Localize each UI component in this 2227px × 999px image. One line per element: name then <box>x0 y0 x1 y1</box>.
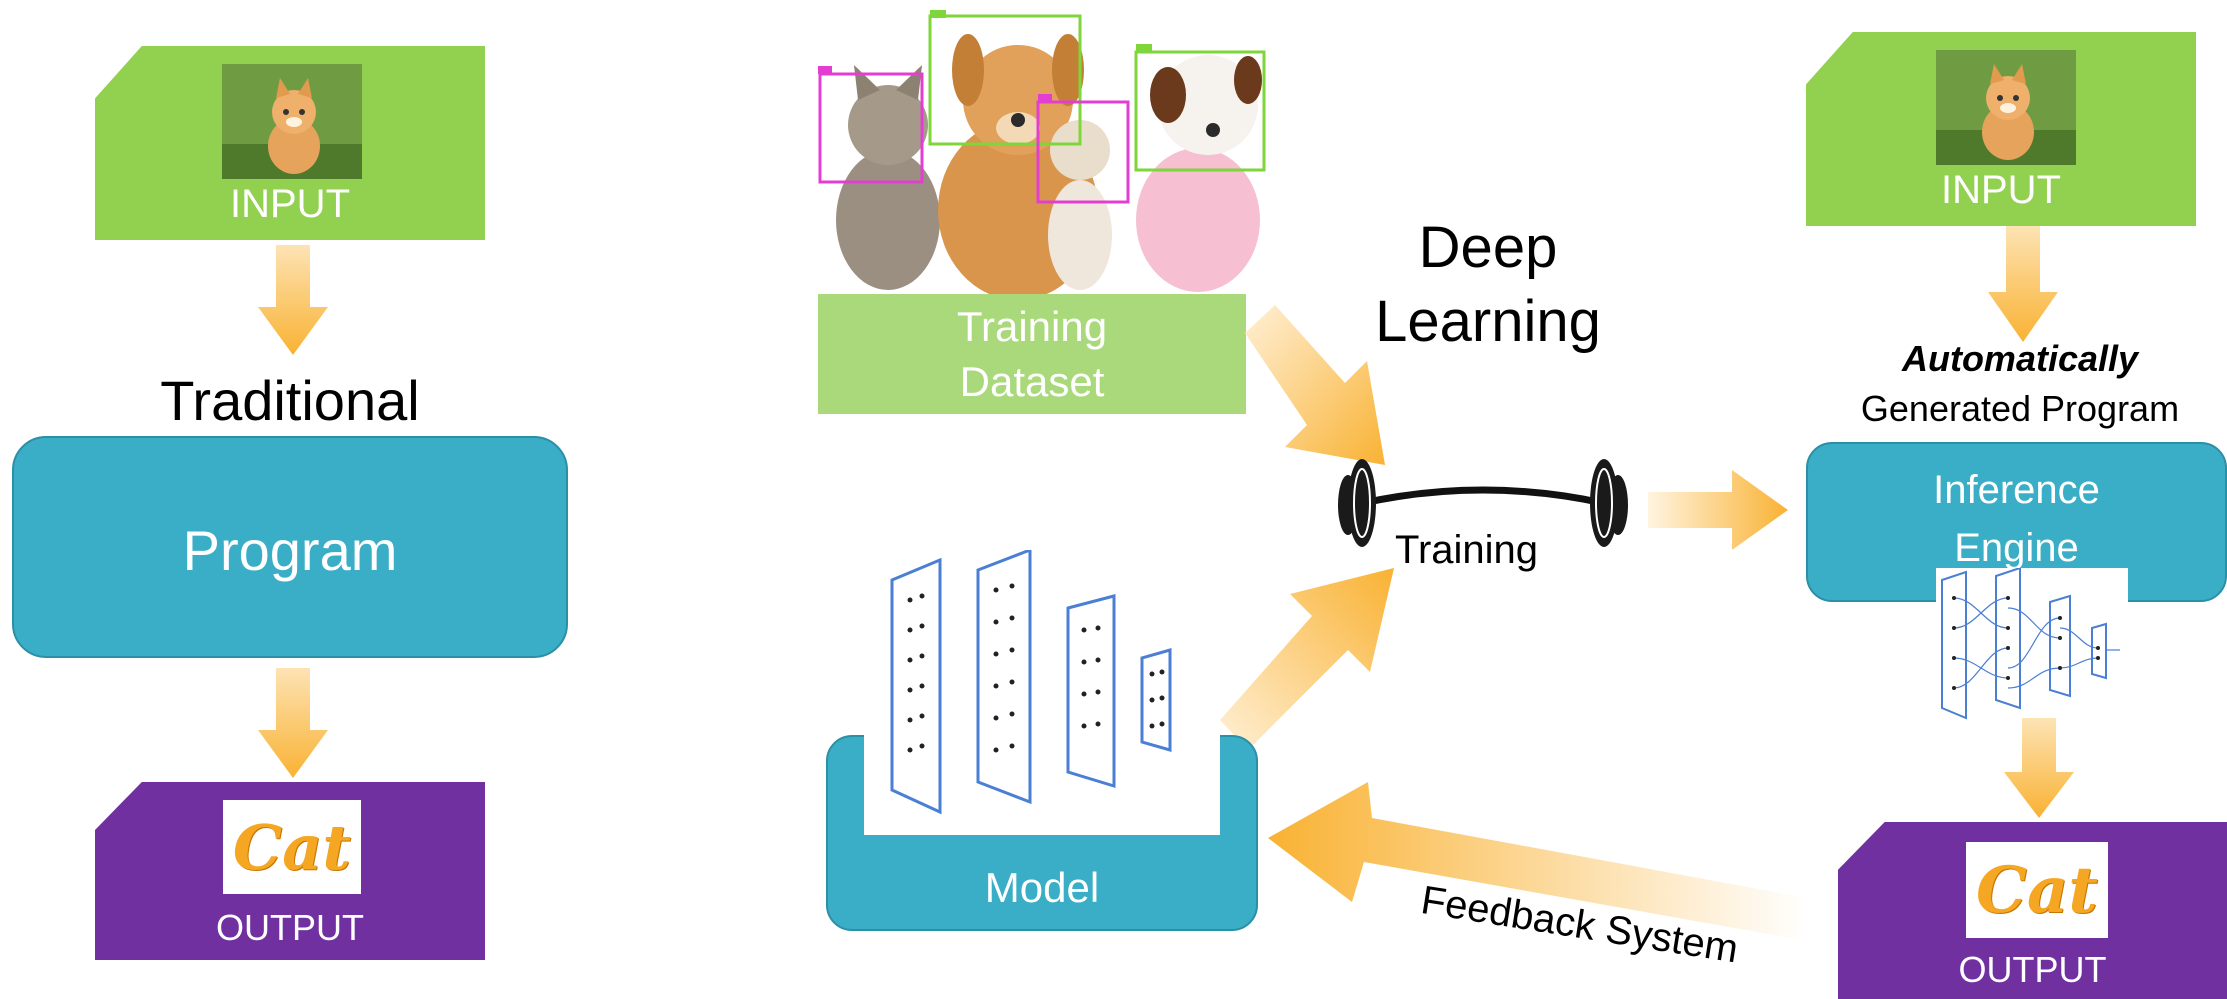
training-label: Training <box>1395 528 1539 572</box>
feedback-arrow <box>1268 782 1808 940</box>
traditional-arrow-down-1 <box>258 245 328 355</box>
model-to-training-arrow <box>1220 568 1394 750</box>
kitten-photo <box>222 64 362 179</box>
training-dataset-box: Training Dataset <box>818 294 1246 414</box>
automatically-label: Automatically <box>1901 338 2139 379</box>
traditional-input-label: INPUT <box>230 182 350 226</box>
model-inner-panel <box>864 735 1220 835</box>
inference-input-label: INPUT <box>1941 168 2061 212</box>
inference-output-card: Cat OUTPUT <box>1838 822 2227 999</box>
traditional-arrow-down-2 <box>258 668 328 778</box>
training-to-engine-arrow <box>1648 470 1788 550</box>
cat-logo-2: Cat <box>1966 842 2108 938</box>
engine-label-line1: Inference <box>1933 468 2100 512</box>
dataset-to-training-arrow <box>1245 305 1385 465</box>
inference-arrow-down-2 <box>2004 718 2074 818</box>
kitten-photo-2 <box>1936 50 2076 165</box>
traditional-input-card: INPUT <box>95 46 485 240</box>
model-box: Model <box>826 735 1258 931</box>
traditional-output-card: Cat OUTPUT <box>95 782 485 960</box>
pets-photo <box>818 10 1280 300</box>
inference-arrow-down-1 <box>1988 226 2058 342</box>
generated-program-label: Generated Program <box>1860 388 2180 429</box>
engine-label-line2: Engine <box>1954 526 2079 570</box>
barbell-icon <box>1338 459 1628 547</box>
cat-logo: Cat <box>223 800 361 894</box>
cat-logo-2-text: Cat <box>1976 852 2098 928</box>
neural-layers-icon <box>890 550 1172 815</box>
dataset-label-line1: Training <box>956 303 1108 350</box>
deep-learning-title-line2: Learning <box>1375 289 1601 354</box>
traditional-output-label: OUTPUT <box>216 907 364 948</box>
inference-input-card: INPUT <box>1806 32 2196 226</box>
deep-learning-title-line1: Deep <box>1418 215 1558 280</box>
cat-logo-text: Cat <box>232 810 352 884</box>
inference-output-label: OUTPUT <box>1958 949 2107 990</box>
program-label: Program <box>182 519 398 582</box>
dataset-label-line2: Dataset <box>959 358 1105 405</box>
traditional-title: Traditional <box>160 369 420 432</box>
program-box: Program <box>12 436 568 658</box>
neural-network-icon <box>1936 568 2128 720</box>
model-label: Model <box>984 864 1100 911</box>
